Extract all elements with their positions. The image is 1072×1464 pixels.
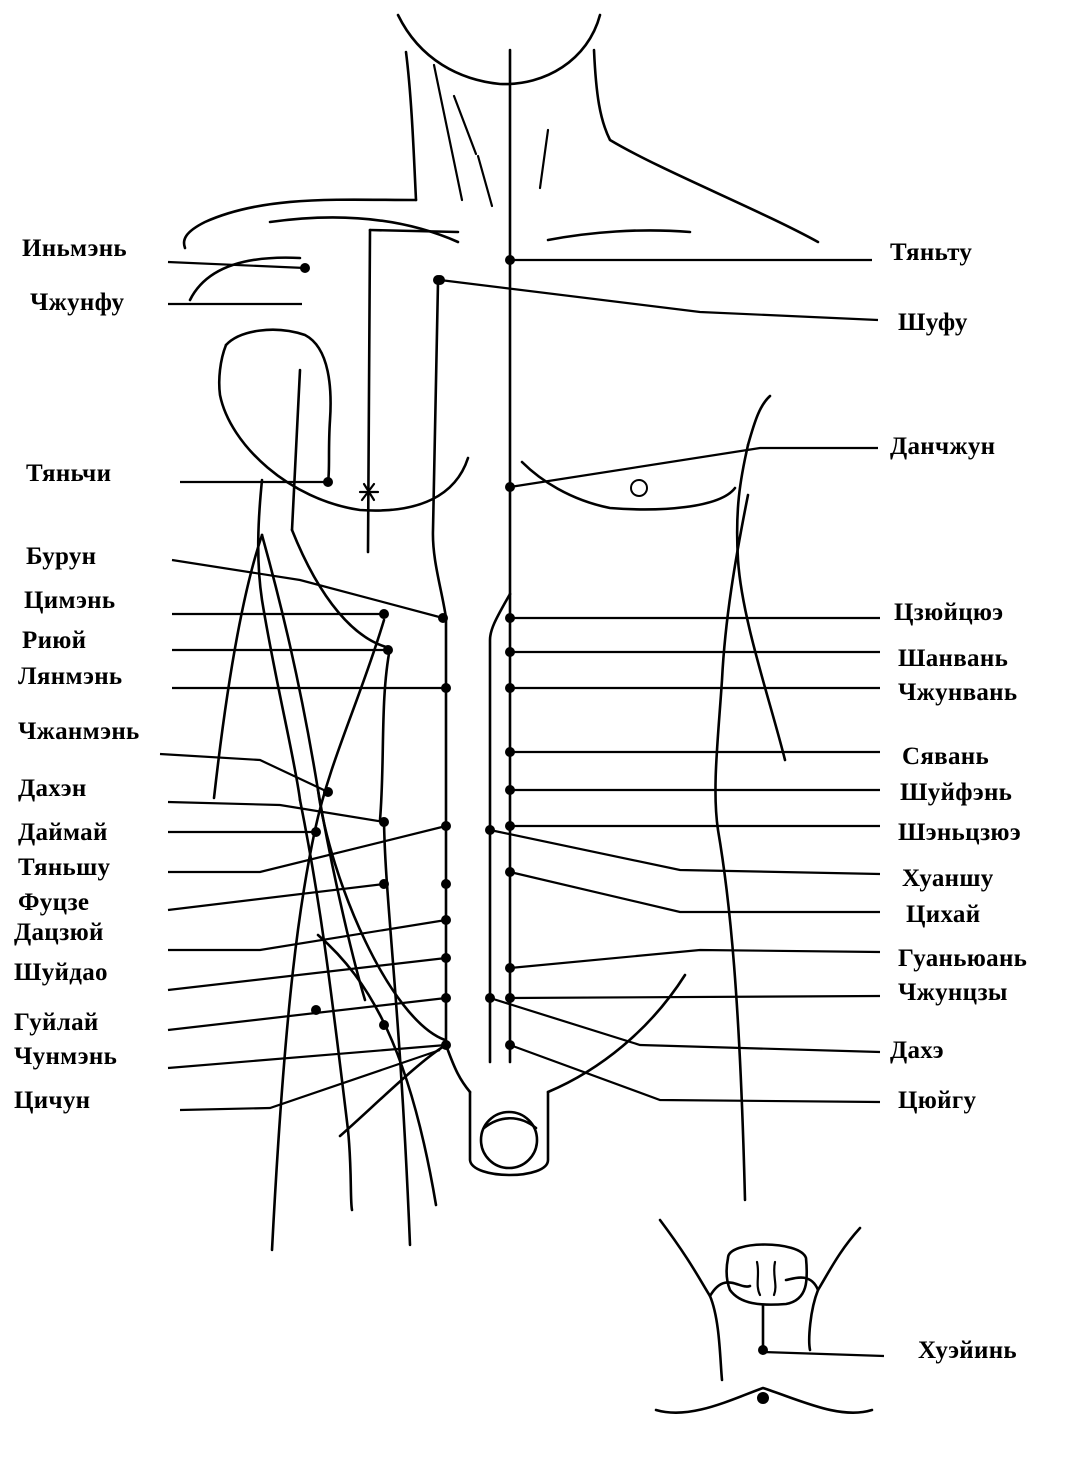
acupoint-label-left: Иньмэнь xyxy=(22,236,127,261)
acupoint-label-right: Цзюйцюэ xyxy=(894,600,1003,625)
acupoint-right-10 xyxy=(505,867,515,877)
acupoint-label-left: Чунмэнь xyxy=(14,1044,117,1069)
acupoint-marker xyxy=(311,1005,321,1015)
acupoint-label-right: Шуйфэнь xyxy=(900,780,1012,805)
acupoint-label-right: Цихай xyxy=(906,902,980,927)
acupoint-left-11 xyxy=(379,879,389,889)
acupoint-inset xyxy=(758,1345,768,1355)
acupoint-label-right: Сявань xyxy=(902,744,989,769)
acupoint-left-14 xyxy=(441,993,451,1003)
acupoint-right-2 xyxy=(505,482,515,492)
leader-line-right-12 xyxy=(510,996,880,998)
acupoint-label-left: Дахэн xyxy=(18,776,87,801)
leader-line-right-14 xyxy=(510,1045,880,1102)
acupoint-label-left: Лянмэнь xyxy=(18,664,122,689)
acupoint-left-13 xyxy=(441,953,451,963)
acupoint-left-3 xyxy=(438,613,448,623)
acupoint-marker xyxy=(441,879,451,889)
acupoint-left-5 xyxy=(383,645,393,655)
acupoint-right-8 xyxy=(505,821,515,831)
acupoint-right-5 xyxy=(505,683,515,693)
acupoint-label-left: Тяньшу xyxy=(18,855,110,880)
acupoint-right-3 xyxy=(505,613,515,623)
acupoint-label-right: Шуфу xyxy=(898,310,968,335)
acupoint-label-left: Цимэнь xyxy=(24,588,115,613)
acupoint-right-11 xyxy=(505,963,515,973)
acupoint-label-right: Данчжун xyxy=(890,434,995,459)
leader-line-left-3 xyxy=(172,560,443,618)
acupoint-left-15 xyxy=(441,1040,451,1050)
acupoints xyxy=(300,255,768,1355)
acupoint-marker xyxy=(379,1020,389,1030)
acupoint-label-left: Риюй xyxy=(22,628,86,653)
leader-line-left-14 xyxy=(168,998,446,1030)
leader-line-left-12 xyxy=(168,920,446,950)
acupoint-left-6 xyxy=(441,683,451,693)
acupoint-label-left: Гуйлай xyxy=(14,1010,99,1035)
acupoint-right-12 xyxy=(505,993,515,1003)
acupoint-right-9 xyxy=(485,825,495,835)
leader-line-left-13 xyxy=(168,958,446,990)
leader-line-right-2 xyxy=(510,448,878,487)
leader-line-left-11 xyxy=(168,884,384,910)
acupoint-left-0 xyxy=(300,263,310,273)
acupoint-label-right: Шанвань xyxy=(898,646,1008,671)
acupoint-label-right: Хуаншу xyxy=(902,866,994,891)
acupoint-right-14 xyxy=(505,1040,515,1050)
label-leader-lines xyxy=(160,260,884,1356)
acupoint-marker xyxy=(433,275,443,285)
leader-line-right-10 xyxy=(510,872,880,912)
acupoint-label-left: Тяньчи xyxy=(26,461,111,486)
acupoint-label-right: Цюйгу xyxy=(898,1088,976,1113)
acupoint-right-4 xyxy=(505,647,515,657)
leader-line-left-15 xyxy=(168,1045,446,1068)
acupoint-right-13 xyxy=(485,993,495,1003)
leader-line-right-9 xyxy=(490,830,880,874)
acupoint-label-right: Шэньцзюэ xyxy=(898,820,1021,845)
body-outline xyxy=(184,15,872,1413)
acupoint-label-right: Гуаньюань xyxy=(898,946,1027,971)
acupoint-label-right: Чжунвань xyxy=(898,680,1017,705)
acupoint-left-8 xyxy=(379,817,389,827)
acupoint-left-12 xyxy=(441,915,451,925)
acupoint-label-inset: Хуэйинь xyxy=(918,1338,1017,1363)
acupoint-left-4 xyxy=(379,609,389,619)
acupoint-left-2 xyxy=(323,477,333,487)
acupoint-label-left: Чжанмэнь xyxy=(18,719,140,744)
leader-line-right-11 xyxy=(510,950,880,968)
acupoint-label-left: Цичун xyxy=(14,1088,90,1113)
acupoint-label-right: Чжунцзы xyxy=(898,980,1008,1005)
leader-line-left-7 xyxy=(160,754,328,792)
acupoint-label-right: Дахэ xyxy=(890,1038,944,1063)
acupoint-label-left: Дацзюй xyxy=(14,920,104,945)
leader-line-right-13 xyxy=(490,998,880,1052)
acupoint-right-6 xyxy=(505,747,515,757)
acupoint-label-left: Чжунфу xyxy=(30,290,124,315)
leader-line-left-8 xyxy=(168,802,384,822)
acupoint-label-right: Тяньту xyxy=(890,240,972,265)
acupoint-left-10 xyxy=(441,821,451,831)
acupoint-right-0 xyxy=(505,255,515,265)
acupoint-left-9 xyxy=(311,827,321,837)
acupoint-label-left: Шуйдао xyxy=(14,960,108,985)
acupoint-label-left: Бурун xyxy=(26,544,96,569)
acupoint-right-7 xyxy=(505,785,515,795)
leader-line-inset xyxy=(763,1352,884,1356)
leader-line-right-1 xyxy=(440,280,878,320)
acupoint-label-left: Фуцзе xyxy=(18,890,89,915)
right-nipple-marker xyxy=(631,480,647,496)
acupoint-label-left: Даймай xyxy=(18,820,108,845)
acupoint-left-7 xyxy=(323,787,333,797)
